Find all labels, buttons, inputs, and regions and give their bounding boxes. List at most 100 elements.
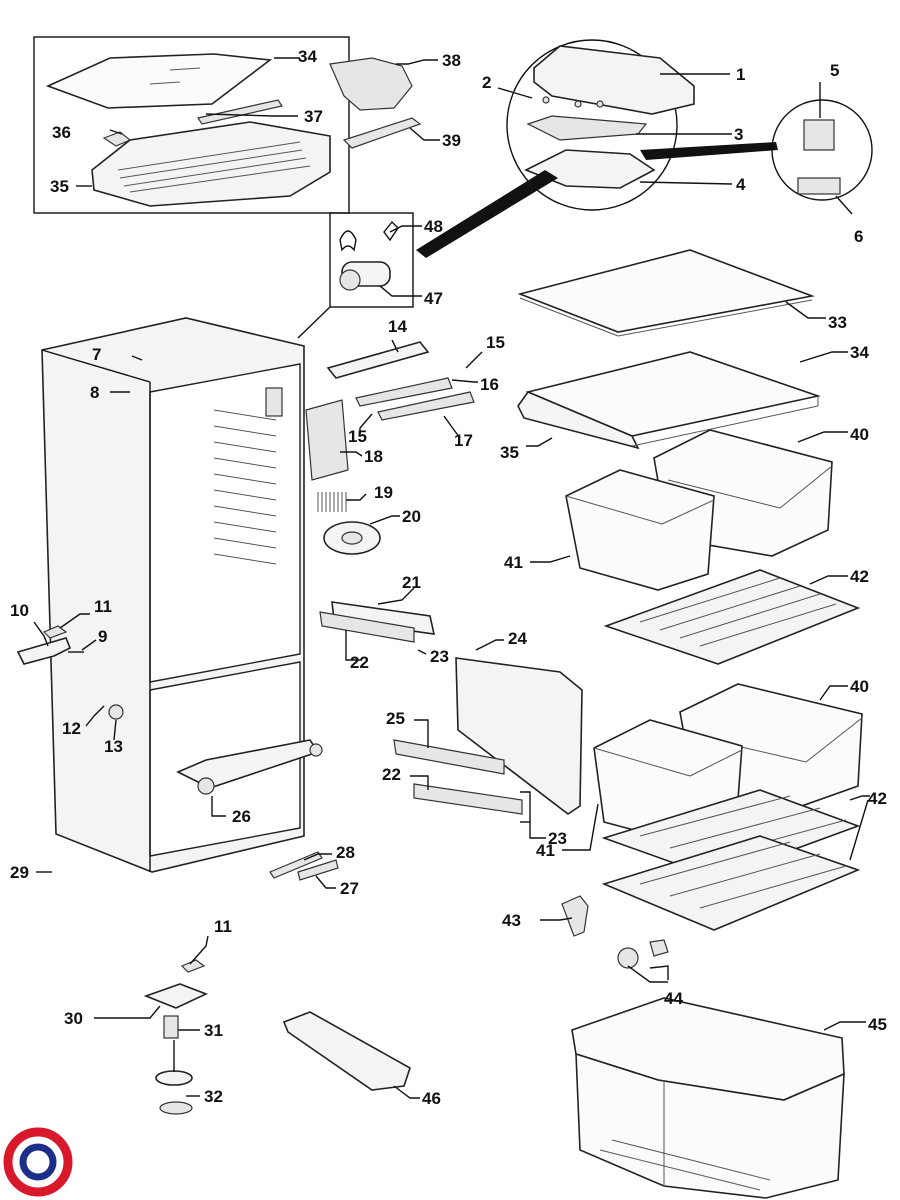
label-41-lower: 41 [536, 841, 555, 860]
inset-47-48 [297, 212, 414, 339]
label-7: 7 [92, 345, 101, 364]
label-4: 4 [736, 175, 746, 194]
cover-1 [533, 45, 695, 115]
label-34-top: 34 [298, 47, 317, 66]
label-19: 19 [374, 483, 393, 502]
label-35-top: 35 [50, 177, 69, 196]
part-44 [617, 939, 669, 969]
label-3: 3 [734, 125, 743, 144]
label-36: 36 [52, 123, 71, 142]
control-module-callout [416, 39, 873, 258]
part-43 [561, 895, 589, 937]
label-30: 30 [64, 1009, 83, 1028]
label-23-lower: 23 [548, 829, 567, 848]
shelf-34-35 [517, 351, 821, 450]
clip-27 [297, 859, 339, 881]
label-41-upper: 41 [504, 553, 523, 572]
label-38: 38 [442, 51, 461, 70]
hinge-10 [16, 637, 72, 665]
label-28: 28 [336, 843, 355, 862]
label-14: 14 [388, 317, 407, 336]
rail-39 [342, 117, 422, 149]
label-13: 13 [104, 737, 123, 756]
brand-logo [3, 1127, 73, 1197]
label-5: 5 [830, 61, 839, 80]
refrigerator-cabinet [41, 317, 323, 873]
tray-42-upper [603, 569, 861, 665]
washer-11-bottom [180, 959, 206, 973]
label-15-mid: 15 [348, 427, 367, 446]
label-24: 24 [508, 629, 527, 648]
label-42-lower: 42 [868, 789, 887, 808]
panel-14 [326, 341, 430, 379]
label-10: 10 [10, 601, 29, 620]
rail-22-upper [319, 611, 415, 643]
label-44: 44 [664, 989, 683, 1008]
hinge-30 [143, 983, 209, 1009]
inset-box-top-left [33, 36, 422, 214]
label-11-upper: 11 [94, 597, 112, 616]
label-47: 47 [424, 289, 443, 308]
shelf-33 [517, 249, 815, 337]
bolt-31 [163, 1015, 179, 1039]
part-labels: 34 37 36 35 38 39 1 2 3 4 5 6 48 47 33 3… [10, 47, 887, 1108]
label-18: 18 [364, 447, 383, 466]
rail-22-lower [413, 783, 523, 815]
housing-4 [524, 149, 656, 189]
door-liner-24 [455, 657, 583, 815]
label-9: 9 [98, 627, 107, 646]
center-parts [305, 341, 475, 555]
label-29: 29 [10, 863, 29, 882]
control-panel-18 [305, 399, 349, 481]
screws-2 [542, 96, 604, 108]
connector-19 [317, 492, 347, 512]
label-43: 43 [502, 911, 521, 930]
label-26: 26 [232, 807, 251, 826]
tray-42-lower-b [601, 835, 861, 931]
label-20: 20 [402, 507, 421, 526]
label-11-lower: 11 [214, 917, 232, 936]
label-1: 1 [736, 65, 745, 84]
label-39: 39 [442, 131, 461, 150]
label-17: 17 [454, 431, 473, 450]
label-31: 31 [204, 1021, 223, 1040]
label-48: 48 [424, 217, 443, 236]
label-22-upper: 22 [350, 653, 369, 672]
label-40-lower: 40 [850, 677, 869, 696]
label-27: 27 [340, 879, 359, 898]
fitting-47 [339, 261, 391, 291]
label-42-upper: 42 [850, 567, 869, 586]
label-46: 46 [422, 1089, 441, 1108]
hinge-parts [16, 625, 209, 1115]
glass-shelf-34 [45, 53, 273, 109]
bracket-38 [329, 57, 413, 111]
trim-strip-37 [197, 99, 283, 125]
rail-25 [393, 739, 505, 775]
panel-17 [377, 391, 475, 421]
guide-46 [282, 1011, 411, 1091]
foot-32 [155, 1070, 193, 1086]
label-21: 21 [402, 573, 421, 592]
label-8: 8 [90, 383, 99, 402]
label-16: 16 [480, 375, 499, 394]
label-45: 45 [868, 1015, 887, 1034]
filter-5 [803, 119, 835, 151]
label-23-upper: 23 [430, 647, 449, 666]
label-40-upper: 40 [850, 425, 869, 444]
label-37: 37 [304, 107, 323, 126]
label-32: 32 [204, 1087, 223, 1106]
label-25: 25 [386, 709, 405, 728]
label-35-right: 35 [500, 443, 519, 462]
clip-48 [339, 230, 357, 252]
bracket-3 [526, 115, 648, 141]
crisper-41-upper [565, 469, 715, 591]
washer-11-top [42, 625, 68, 639]
label-33: 33 [828, 313, 847, 332]
cap-13 [108, 704, 124, 720]
label-22-lower: 22 [382, 765, 401, 784]
label-2: 2 [482, 73, 491, 92]
label-6: 6 [854, 227, 863, 246]
label-15-top: 15 [486, 333, 505, 352]
